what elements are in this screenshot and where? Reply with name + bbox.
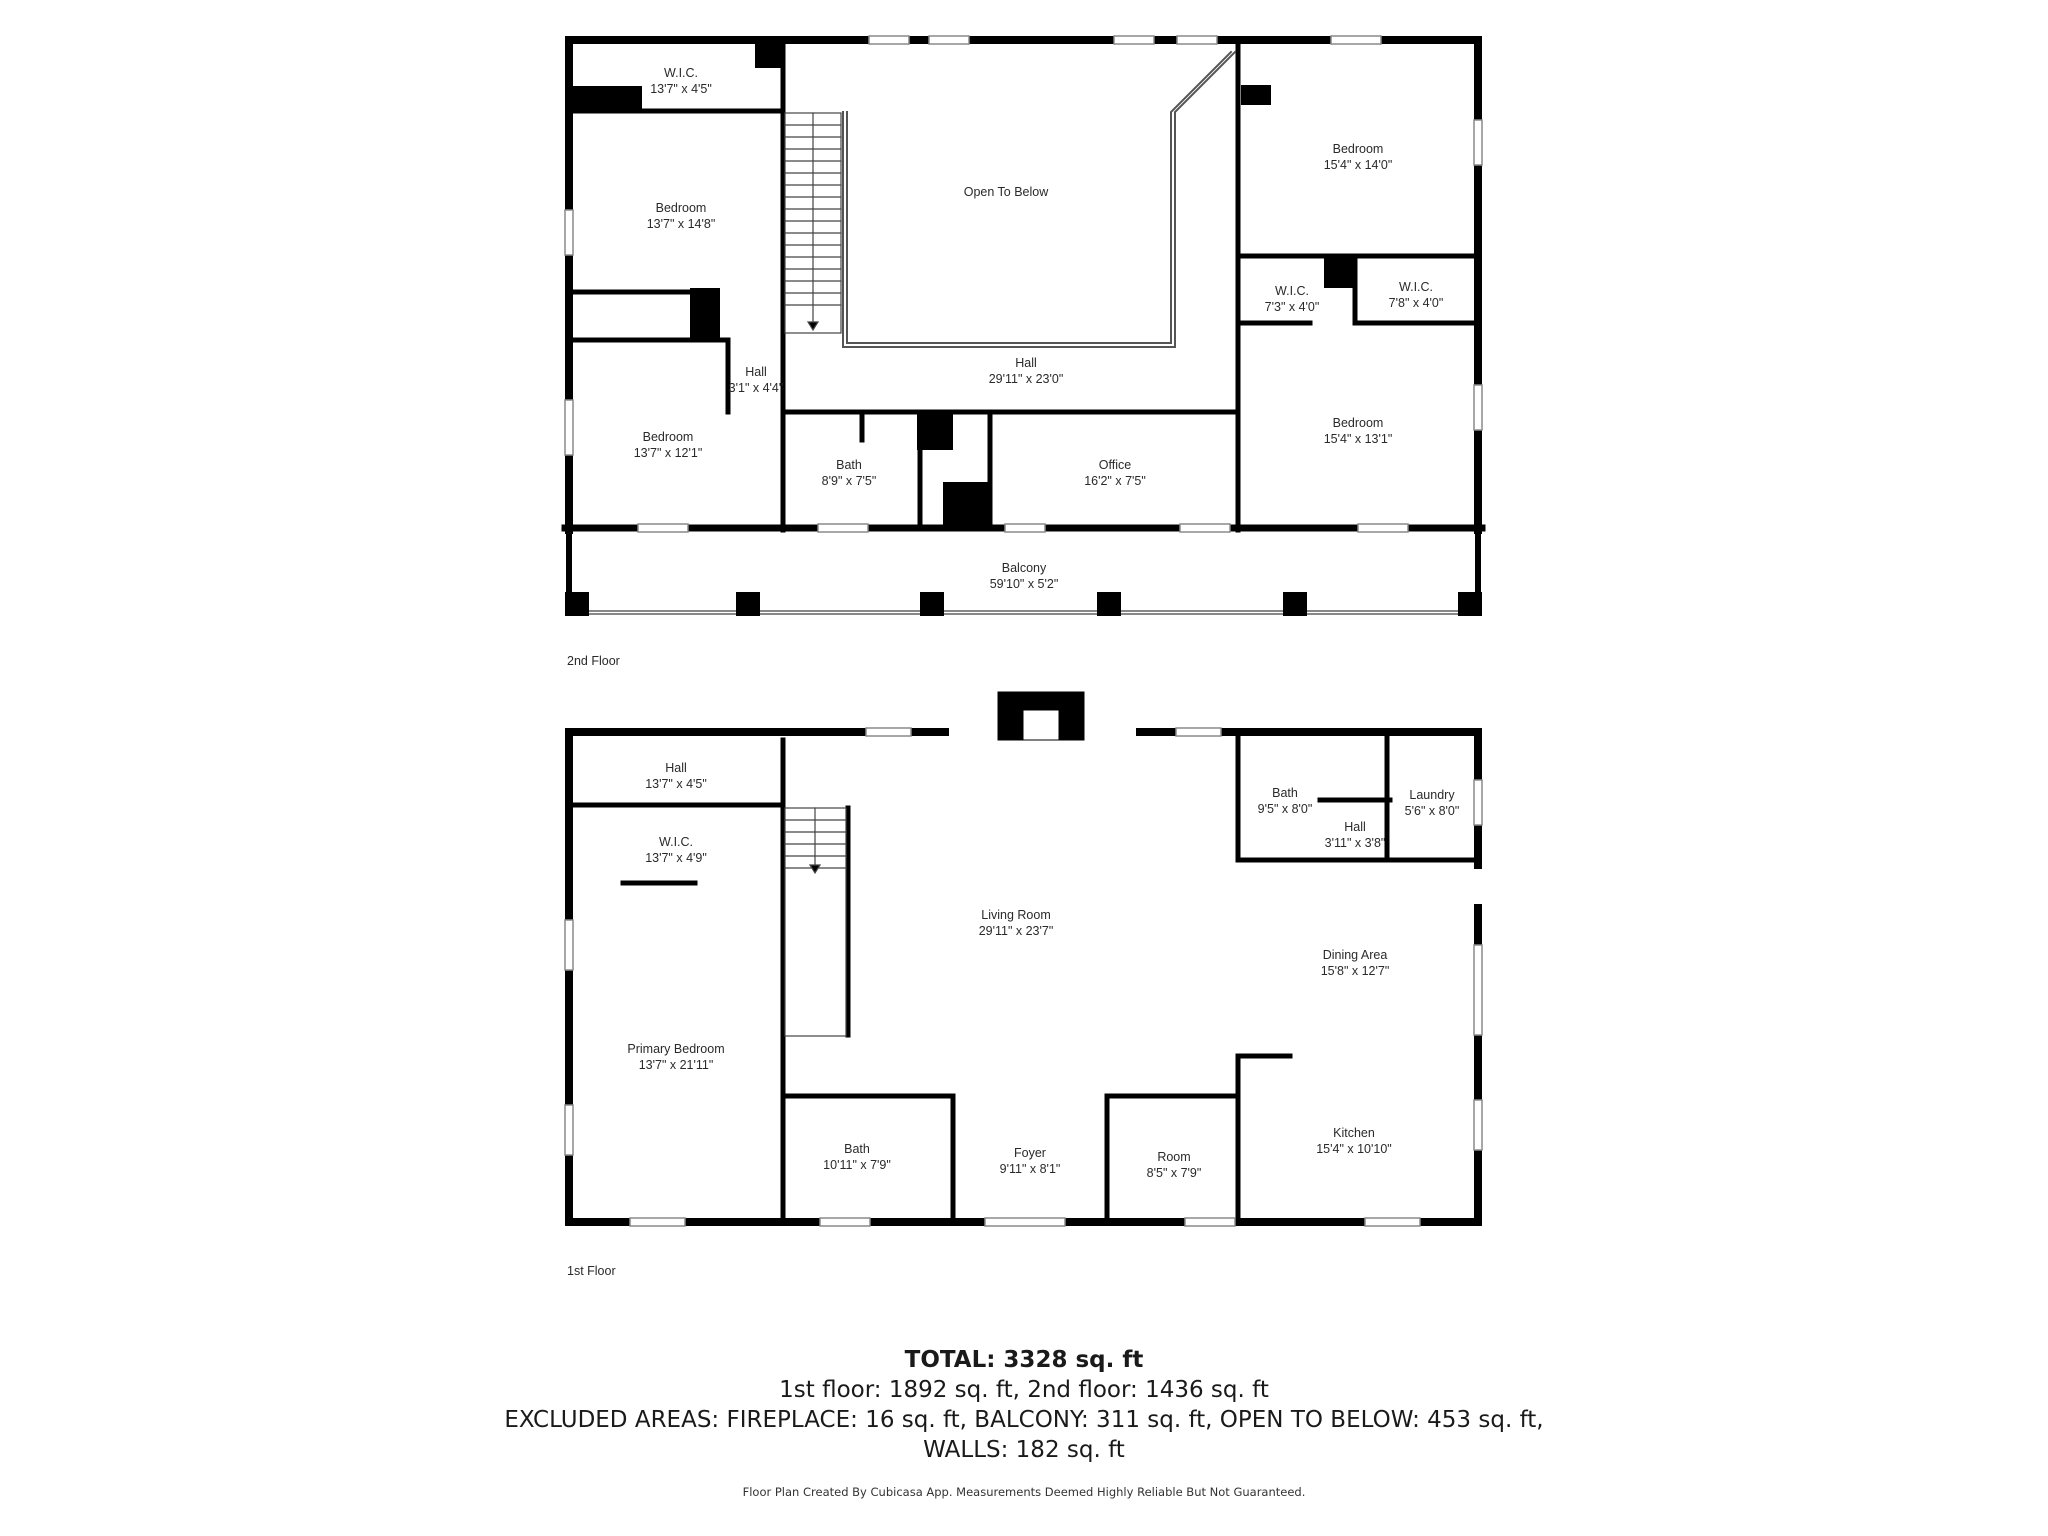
first-floor-interior-walls — [566, 729, 1481, 1225]
room-name-bedroom-w1: Bedroom — [656, 201, 707, 215]
room-dimensions-hall-main: 29'11" x 23'0" — [989, 372, 1064, 386]
room-name-wic-nw: W.I.C. — [664, 66, 698, 80]
first-floor-windows — [564, 727, 1483, 1227]
room-name-bath-1b: Bath — [844, 1142, 870, 1156]
room-name-wic-e1: W.I.C. — [1275, 284, 1309, 298]
second-floor-stairs — [784, 112, 842, 334]
room-dimensions-bath-2: 8'9" x 7'5" — [822, 474, 877, 488]
room-dimensions-wic-1: 13'7" x 4'9" — [645, 851, 707, 865]
room-name-bedroom-se: Bedroom — [1333, 416, 1384, 430]
second-floor-windows — [564, 35, 1483, 533]
room-name-hall-1: Hall — [665, 761, 687, 775]
excluded-areas: EXCLUDED AREAS: FIREPLACE: 16 sq. ft, BA… — [504, 1407, 1544, 1433]
room-dimensions-wic-nw: 13'7" x 4'5" — [650, 82, 712, 96]
room-dimensions-dining: 15'8" x 12'7" — [1321, 964, 1390, 978]
first-floor-plan — [564, 691, 1483, 1227]
room-name-kitchen: Kitchen — [1333, 1126, 1375, 1140]
room-dimensions-bath-1a: 9'5" x 8'0" — [1258, 802, 1313, 816]
room-name-bath-2: Bath — [836, 458, 862, 472]
room-name-bedroom-w2: Bedroom — [643, 430, 694, 444]
second-floor-solid-blocks — [565, 43, 1482, 616]
room-dimensions-balcony: 59'10" x 5'2" — [990, 577, 1059, 591]
room-dimensions-bedroom-se: 15'4" x 13'1" — [1324, 432, 1393, 446]
room-name-wic-e2: W.I.C. — [1399, 280, 1433, 294]
room-name-hall-small: Hall — [745, 365, 767, 379]
open-to-below-railing — [842, 50, 1237, 348]
room-dimensions-living: 29'11" x 23'7" — [979, 924, 1054, 938]
room-name-balcony: Balcony — [1002, 561, 1047, 575]
room-dimensions-primary: 13'7" x 21'11" — [639, 1058, 714, 1072]
room-dimensions-laundry: 5'6" x 8'0" — [1405, 804, 1460, 818]
room-name-laundry: Laundry — [1409, 788, 1455, 802]
room-name-bedroom-ne: Bedroom — [1333, 142, 1384, 156]
room-dimensions-bedroom-w2: 13'7" x 12'1" — [634, 446, 703, 460]
room-name-room: Room — [1157, 1150, 1190, 1164]
room-dimensions-hall-small: 3'1" x 4'4" — [729, 381, 784, 395]
room-name-primary: Primary Bedroom — [627, 1042, 724, 1056]
room-dimensions-kitchen: 15'4" x 10'10" — [1316, 1142, 1392, 1156]
room-dimensions-hall-1b: 3'11" x 3'8" — [1325, 836, 1386, 850]
second-floor-plan — [561, 35, 1486, 616]
room-name-hall-main: Hall — [1015, 356, 1037, 370]
room-name-hall-1b: Hall — [1344, 820, 1366, 834]
room-dimensions-bath-1b: 10'11" x 7'9" — [823, 1158, 891, 1172]
area-summary: TOTAL: 3328 sq. ft 1st floor: 1892 sq. f… — [0, 1345, 2048, 1465]
walls-area: WALLS: 182 sq. ft — [923, 1437, 1125, 1463]
room-name-dining: Dining Area — [1323, 948, 1388, 962]
room-name-wic-1: W.I.C. — [659, 835, 693, 849]
floor-areas: 1st floor: 1892 sq. ft, 2nd floor: 1436 … — [779, 1377, 1269, 1403]
room-dimensions-wic-e2: 7'8" x 4'0" — [1389, 296, 1444, 310]
room-name-foyer: Foyer — [1014, 1146, 1046, 1160]
room-name-open-to-below: Open To Below — [964, 185, 1050, 199]
total-area: TOTAL: 3328 sq. ft — [904, 1347, 1144, 1373]
room-dimensions-foyer: 9'11" x 8'1" — [1000, 1162, 1061, 1176]
room-dimensions-bedroom-w1: 13'7" x 14'8" — [647, 217, 716, 231]
second-floor-label: 2nd Floor — [567, 654, 620, 668]
room-dimensions-room: 8'5" x 7'9" — [1147, 1166, 1202, 1180]
fireplace — [997, 691, 1085, 741]
room-dimensions-office: 16'2" x 7'5" — [1084, 474, 1146, 488]
first-floor-stairs — [784, 807, 847, 1037]
room-labels: W.I.C.13'7" x 4'5"Open To BelowBedroom15… — [627, 66, 1459, 1180]
room-dimensions-bedroom-ne: 15'4" x 14'0" — [1324, 158, 1393, 172]
first-floor-label: 1st Floor — [567, 1264, 616, 1278]
room-name-bath-1a: Bath — [1272, 786, 1298, 800]
second-floor-interior-walls — [566, 37, 1481, 533]
room-name-living: Living Room — [981, 908, 1050, 922]
room-dimensions-hall-1: 13'7" x 4'5" — [645, 777, 707, 791]
room-name-office: Office — [1099, 458, 1131, 472]
room-dimensions-wic-e1: 7'3" x 4'0" — [1265, 300, 1320, 314]
disclaimer-footnote: Floor Plan Created By Cubicasa App. Meas… — [742, 1485, 1306, 1499]
